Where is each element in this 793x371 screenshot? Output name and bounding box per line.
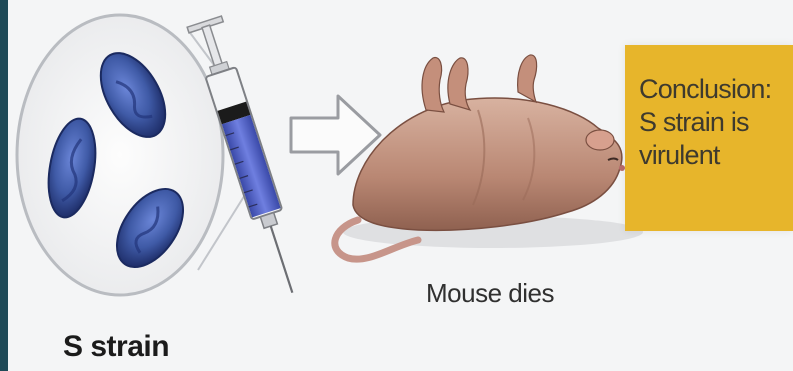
dead-mouse-icon: [335, 55, 643, 259]
experiment-diagram: S strain Mouse dies Conclusion: S strain…: [8, 0, 793, 371]
conclusion-text: Conclusion: S strain is virulent: [639, 73, 789, 172]
strain-label: S strain: [63, 330, 169, 364]
conclusion-box: Conclusion: S strain is virulent: [625, 45, 793, 231]
left-frame-bar: [0, 0, 8, 371]
outcome-label: Mouse dies: [426, 278, 554, 309]
